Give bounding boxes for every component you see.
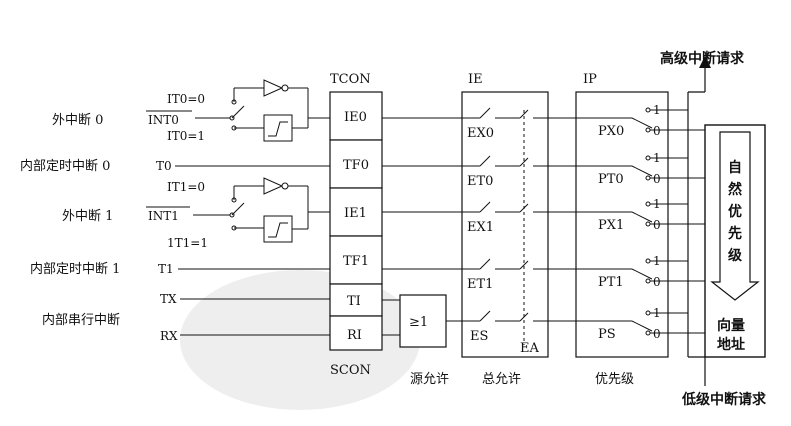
ip-contact-low <box>645 330 651 336</box>
ip-bit-label: PT1 <box>598 275 624 290</box>
ip-contact-high <box>645 201 651 207</box>
ie-register <box>461 91 549 358</box>
ie-bit-ex1: EX1 <box>467 220 494 235</box>
ip-switch-blade <box>631 165 653 177</box>
ip-contact-low <box>645 221 651 227</box>
ie-bit-ex0: EX0 <box>467 126 494 141</box>
tcon-to-ie-wires <box>382 117 475 270</box>
tcon-bit-tf0-box <box>329 139 383 189</box>
ip-title: IP <box>583 72 597 87</box>
global-enable-caption: 总允许 <box>482 371 521 387</box>
natural-priority-char: 优 <box>728 203 742 220</box>
request-buses <box>687 56 711 386</box>
ip-high-mark: 1 <box>653 197 661 211</box>
scon-bit-ti: TI <box>347 294 361 309</box>
serial-label: 内部串行中断 <box>42 312 120 328</box>
ext1-label: 外中断 1 <box>62 209 113 224</box>
ip-low-mark: 0 <box>653 124 661 138</box>
ie-bit-et1: ET1 <box>467 277 493 292</box>
ip-switches <box>575 107 705 336</box>
tcon-bit-ie0: IE0 <box>344 110 367 125</box>
ip-low-mark: 0 <box>653 327 661 341</box>
it0-0-label: IT0=0 <box>167 92 205 106</box>
ip-contact-high <box>645 258 651 264</box>
rx-label: RX <box>160 329 178 343</box>
natural-priority-arrow <box>710 131 760 301</box>
ip-contact-high <box>645 155 651 161</box>
scon-bit-ti-box <box>329 283 383 317</box>
ie-bit-ea: EA <box>520 341 539 356</box>
scon-bit-ri-box <box>329 315 383 351</box>
low-request-label: 低级中断请求 <box>681 391 767 408</box>
source-enable-caption: 源允许 <box>410 371 449 387</box>
t0-pin-label: T0 <box>156 159 172 173</box>
watermark <box>180 270 420 410</box>
vector-address-line-1: 向量 <box>717 317 745 334</box>
ext0-label: 外中断 0 <box>52 113 103 128</box>
t1-pin-label: T1 <box>158 262 174 276</box>
ip-contact-high <box>645 107 651 113</box>
it1-1-label: 1T1=1 <box>167 236 208 250</box>
timer0-label: 内部定时中断 0 <box>20 158 110 174</box>
ie-bit-es: ES <box>470 329 488 344</box>
ie-switches <box>475 107 575 345</box>
ip-low-mark: 0 <box>653 218 661 232</box>
ip-low-mark: 0 <box>653 172 661 186</box>
ip-switch-blade <box>631 320 653 332</box>
ip-switch-blade <box>631 211 653 223</box>
scon-bit-ri: RI <box>347 328 362 343</box>
it1-0-label: IT1=0 <box>167 180 205 194</box>
tcon-bit-tf0: TF0 <box>343 158 369 173</box>
ip-contact-high <box>645 310 651 316</box>
tcon-title: TCON <box>330 72 371 87</box>
scon-to-or-wires <box>382 299 475 336</box>
tcon-bit-ie1: IE1 <box>344 206 367 221</box>
it0-1-label: IT0=1 <box>167 129 205 143</box>
natural-priority-char: 级 <box>728 247 743 264</box>
priority-caption: 优先级 <box>595 372 634 387</box>
tcon-bit-ie0-box <box>329 91 383 141</box>
scon-title: SCON <box>330 363 371 378</box>
ip-high-mark: 1 <box>653 103 661 117</box>
ip-bit-label: PS <box>598 327 616 342</box>
natural-priority-char: 自 <box>728 159 742 176</box>
input-wires <box>175 79 330 336</box>
ip-contact-low <box>645 127 651 133</box>
ie-title: IE <box>468 72 483 87</box>
or-gate-label: ≥1 <box>409 315 428 330</box>
natural-priority-char: 然 <box>728 181 742 198</box>
ip-bit-label: PX0 <box>598 124 624 139</box>
ip-high-mark: 1 <box>653 254 661 268</box>
ip-switch-blade <box>631 117 653 129</box>
ip-contact-low <box>645 278 651 284</box>
int0-pin-label: INT0 <box>148 113 179 127</box>
tcon-bit-tf1-box <box>329 235 383 285</box>
natural-priority-char: 先 <box>728 225 742 242</box>
timer1-label: 内部定时中断 1 <box>30 261 120 277</box>
ip-contact-low <box>645 175 651 181</box>
scon-register <box>329 283 383 351</box>
ip-bit-label: PT0 <box>598 172 624 187</box>
ip-high-mark: 1 <box>653 151 661 165</box>
vector-address-line-2: 地址 <box>717 336 745 353</box>
int1-pin-label: INT1 <box>148 209 179 223</box>
ip-bit-label: PX1 <box>598 218 624 233</box>
ip-low-mark: 0 <box>653 275 661 289</box>
high-request-label: 高级中断请求 <box>660 50 745 67</box>
ip-switch-blade <box>631 268 653 280</box>
tx-label: TX <box>160 292 177 306</box>
ip-high-mark: 1 <box>653 306 661 320</box>
or-gate <box>399 294 447 348</box>
ie-bit-et0: ET0 <box>467 174 493 189</box>
tcon-bit-tf1: TF1 <box>343 254 369 269</box>
tcon-register <box>329 91 383 285</box>
